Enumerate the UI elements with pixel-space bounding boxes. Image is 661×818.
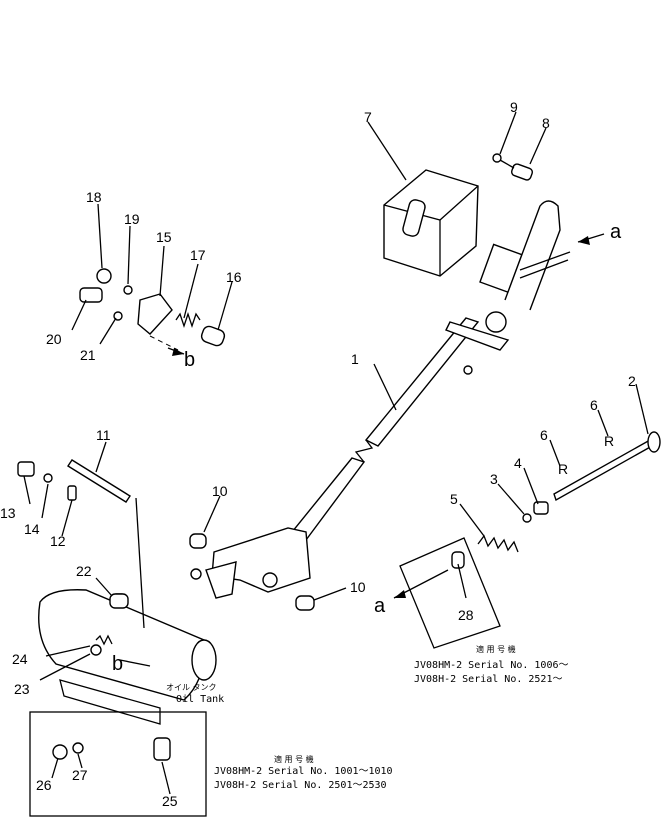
cover-block: [383, 169, 479, 277]
spring-5: [477, 534, 519, 553]
oil-tank-label-en: Oil Tank: [176, 694, 224, 705]
collar-28: [451, 551, 465, 569]
label-part-13: 13: [0, 505, 16, 521]
callout-b-tank: b: [112, 653, 123, 675]
oil-tank-label-jp: オイル タンク: [166, 683, 217, 692]
washer-3: [522, 513, 532, 523]
label-part-7: 7: [364, 109, 372, 125]
nut-4: [533, 501, 549, 515]
label-part-16: 16: [226, 269, 242, 285]
washer-18: [96, 268, 112, 284]
label-part-6b: 6: [540, 427, 548, 443]
bolt-8: [499, 159, 534, 181]
label-part-25: 25: [162, 793, 178, 809]
spring-24: [95, 634, 113, 646]
note-bottom-heading: 適 用 号 機: [274, 754, 314, 764]
washer-23: [90, 644, 102, 656]
note-bottom-row2: JV08H-2 Serial No. 2501～2530: [214, 780, 387, 791]
label-part-10a: 10: [212, 483, 228, 499]
label-part-2: 2: [628, 373, 636, 389]
lever-pivot: [445, 243, 523, 375]
bolt-25: [153, 737, 171, 761]
callout-arrows: [119, 233, 605, 667]
oil-tank: [38, 589, 217, 725]
label-part-17: 17: [190, 247, 206, 263]
label-part-12: 12: [50, 533, 66, 549]
nut-26: [52, 744, 68, 760]
label-part-1: 1: [351, 351, 359, 367]
detail-box-bottom: [29, 711, 207, 817]
washer-27: [72, 742, 84, 754]
label-part-21: 21: [80, 347, 96, 363]
washer-14: [43, 473, 53, 483]
note-right-row1: JV08HM-2 Serial No. 1006～: [414, 660, 569, 671]
pin-12: [67, 485, 77, 501]
svg-text:R: R: [604, 433, 614, 449]
note-right-heading: 適 用 号 機: [476, 644, 516, 654]
label-part-10b: 10: [350, 579, 366, 595]
bracket-15: [137, 293, 173, 335]
label-part-27: 27: [72, 767, 88, 783]
label-part-24: 24: [12, 651, 28, 667]
spring-17: [175, 311, 201, 329]
part-labels: 1 2 3 4 5 6 6 7 8 9 10 10 11 12 13 14 15…: [0, 99, 636, 809]
label-part-18: 18: [86, 189, 102, 205]
label-part-28: 28: [458, 607, 474, 623]
bushing-10-upper: [189, 533, 207, 549]
label-part-11: 11: [96, 427, 111, 443]
label-part-5: 5: [450, 491, 458, 507]
rod-2-head: [647, 431, 661, 453]
callout-a-bottom: a: [374, 595, 386, 617]
note-bottom-row1: JV08HM-2 Serial No. 1001～1010: [214, 766, 393, 777]
label-part-26: 26: [36, 777, 52, 793]
arrow-to-b: [149, 335, 179, 351]
washer-9: [492, 153, 502, 163]
leader-lines: [23, 111, 649, 795]
bushing-10-lower: [295, 595, 315, 611]
nut-13: [17, 461, 35, 477]
lever-base: [190, 527, 311, 599]
lever-shaft: [290, 317, 480, 541]
callout-a-top: a: [610, 221, 622, 243]
note-right-row2: JV08H-2 Serial No. 2521～: [414, 674, 562, 685]
label-part-23: 23: [14, 681, 30, 697]
label-part-15: 15: [156, 229, 172, 245]
label-part-22: 22: [76, 563, 92, 579]
rod-2: [553, 438, 653, 502]
lever-handle: [504, 200, 571, 311]
label-part-14: 14: [24, 521, 40, 537]
label-part-20: 20: [46, 331, 62, 347]
washer-19: [123, 285, 133, 295]
cap-16: [200, 325, 226, 347]
rod-11: [67, 459, 131, 503]
label-part-19: 19: [124, 211, 140, 227]
callout-b-left: b: [184, 349, 195, 371]
label-part-4: 4: [514, 455, 522, 471]
bolt-20: [79, 287, 103, 303]
detail-box-28: [399, 537, 501, 649]
label-part-9: 9: [510, 99, 518, 115]
label-part-8: 8: [542, 115, 550, 131]
knob-22: [109, 593, 129, 609]
label-part-3: 3: [490, 471, 498, 487]
svg-text:R: R: [558, 461, 568, 477]
label-part-6a: 6: [590, 397, 598, 413]
